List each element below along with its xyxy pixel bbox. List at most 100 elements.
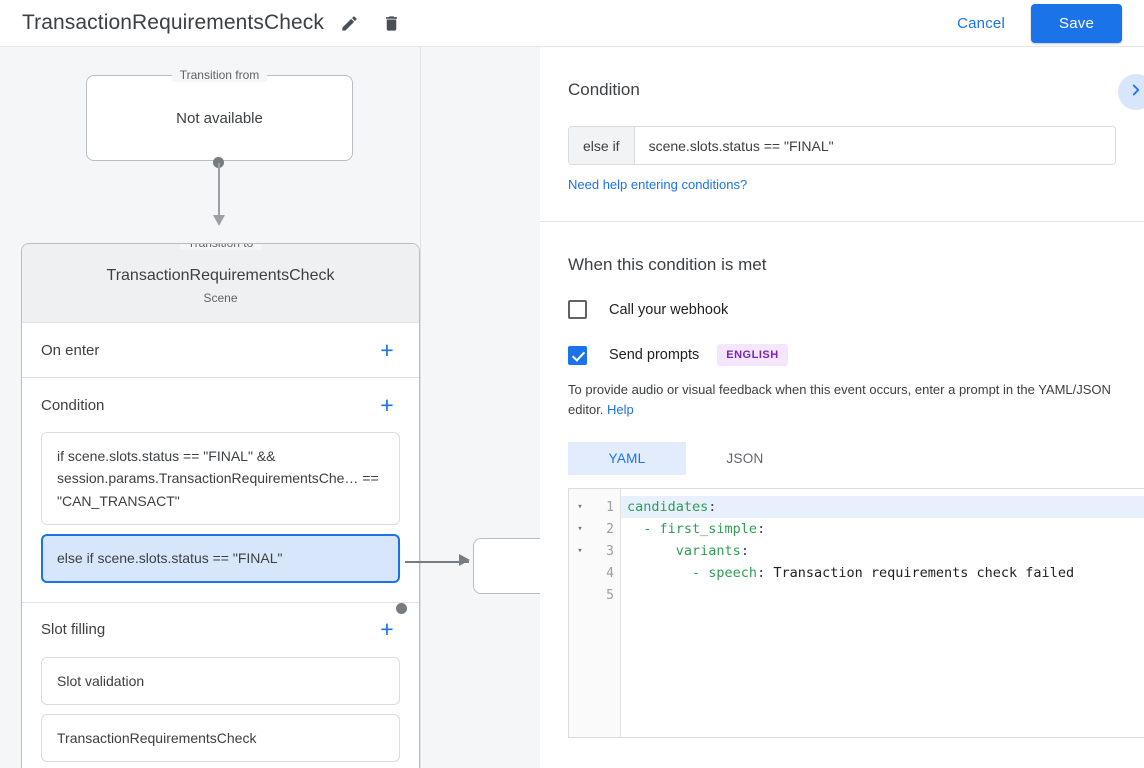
panel-divider <box>540 221 1144 222</box>
add-on-enter-button[interactable]: + <box>380 336 394 363</box>
flow-canvas[interactable]: Transition from Not available Transition… <box>0 47 540 768</box>
line-number: 4 <box>606 565 614 581</box>
fold-triangle-icon[interactable]: ▾ <box>577 502 583 513</box>
yaml-punct: : <box>740 543 749 560</box>
call-webhook-checkbox[interactable] <box>568 300 587 319</box>
section-title-slot-filling: Slot filling <box>41 621 106 639</box>
line-number: 5 <box>606 587 614 603</box>
line-number: 2 <box>606 521 614 537</box>
transition-from-node[interactable]: Transition from Not available <box>86 68 353 161</box>
arrow-line <box>218 163 220 220</box>
section-header: Condition + <box>41 378 400 432</box>
editor-format-tabs: YAML JSON <box>568 442 1116 476</box>
need-help-entering-conditions-link[interactable]: Need help entering conditions? <box>568 177 748 192</box>
send-prompts-label: Send prompts <box>609 347 700 363</box>
yaml-punct: : <box>757 521 766 538</box>
line-number: 3 <box>606 543 614 559</box>
slot-filling-item[interactable]: TransactionRequirementsCheck <box>41 713 400 763</box>
call-webhook-row[interactable]: Call your webhook <box>568 300 1116 319</box>
cancel-button[interactable]: Cancel <box>943 7 1019 40</box>
yaml-punct: : <box>757 565 766 582</box>
scene-header: TransactionRequirementsCheck Scene <box>22 244 419 323</box>
code-line[interactable]: variants: <box>621 540 1144 562</box>
trash-icon <box>382 14 401 33</box>
yaml-dash: - <box>692 565 709 582</box>
yaml-key: speech <box>708 565 758 582</box>
send-prompts-row[interactable]: Send prompts ENGLISH <box>568 344 1116 366</box>
code-line[interactable]: - speech: Transaction requirements check… <box>621 562 1144 584</box>
canvas-divider <box>420 47 421 768</box>
condition-help-row: Need help entering conditions? <box>568 176 1116 194</box>
yaml-indent <box>627 543 676 559</box>
yaml-indent <box>627 565 692 581</box>
fold-triangle-icon[interactable]: ▾ <box>577 524 583 535</box>
transition-from-value: Not available <box>176 109 263 127</box>
section-header: On enter + <box>41 323 400 377</box>
top-app-bar: TransactionRequirementsCheck Cancel Save <box>0 0 1144 47</box>
condition-item-selected[interactable]: else if scene.slots.status == "FINAL" <box>41 534 400 583</box>
gutter-row: ▾ 1 <box>569 496 620 518</box>
section-condition: Condition + if scene.slots.status == "FI… <box>22 378 419 603</box>
delete-button[interactable] <box>374 6 408 40</box>
fold-triangle-icon[interactable]: ▾ <box>577 546 583 557</box>
tab-yaml[interactable]: YAML <box>568 442 686 476</box>
condition-expression-input[interactable] <box>634 127 1115 164</box>
yaml-dash: - <box>643 521 660 538</box>
scene-subtitle: Scene <box>203 291 238 305</box>
details-panel: Condition else if Need help entering con… <box>540 47 1144 768</box>
language-badge: ENGLISH <box>717 344 788 366</box>
expand-panel-button[interactable] <box>1118 74 1144 110</box>
condition-list: if scene.slots.status == "FINAL" && sess… <box>41 432 400 602</box>
send-prompts-checkbox[interactable] <box>568 345 587 365</box>
chevron-right-icon <box>1127 81 1144 104</box>
arrow-head <box>212 215 225 226</box>
slot-filling-list: Slot validation TransactionRequirementsC… <box>41 656 400 768</box>
yaml-value: Transaction requirements check failed <box>765 565 1075 582</box>
connector-source-dot <box>396 603 407 614</box>
add-condition-button[interactable]: + <box>380 391 394 418</box>
condition-section: Condition else if Need help entering con… <box>540 47 1144 194</box>
help-link[interactable]: Help <box>607 402 634 418</box>
code-editor[interactable]: ▾ 1 ▾ 2 ▾ 3 4 5 <box>568 488 1144 739</box>
scene-name: TransactionRequirementsCheck <box>106 267 335 284</box>
condition-heading: Condition <box>568 80 640 99</box>
arrow-source-dot <box>213 157 224 168</box>
condition-prefix-label: else if <box>569 127 635 164</box>
gutter-row: ▾ 2 <box>569 518 620 540</box>
connector-line <box>405 561 469 563</box>
yaml-punct: : <box>708 499 717 516</box>
condition-input-row[interactable]: else if <box>568 126 1116 165</box>
prompts-helper-text: To provide audio or visual feedback when… <box>568 380 1116 420</box>
section-slot-filling: Slot filling + Slot validation Transacti… <box>22 603 419 768</box>
pencil-icon <box>340 14 359 33</box>
gutter-row: ▾ 3 <box>569 540 620 562</box>
edit-title-button[interactable] <box>332 6 366 40</box>
transition-to-legend: Transition to <box>179 244 262 250</box>
section-title-on-enter: On enter <box>41 341 100 359</box>
tab-json[interactable]: JSON <box>726 451 764 467</box>
prompts-helper-sentence: To provide audio or visual feedback when… <box>568 382 1111 418</box>
condition-item[interactable]: if scene.slots.status == "FINAL" && sess… <box>41 432 400 526</box>
editor-code-area[interactable]: candidates: - first_simple: variants: - … <box>621 489 1144 737</box>
page-title: TransactionRequirementsCheck <box>22 11 324 34</box>
when-condition-met-heading: When this condition is met <box>568 255 767 274</box>
yaml-key: first_simple <box>659 521 758 538</box>
code-line[interactable] <box>621 584 1144 606</box>
code-line[interactable]: - first_simple: <box>621 518 1144 540</box>
transition-from-legend: Transition from <box>171 68 268 82</box>
gutter-row: 5 <box>569 584 620 606</box>
line-number: 1 <box>606 499 614 515</box>
gutter-row: 4 <box>569 562 620 584</box>
slot-filling-item[interactable]: Slot validation <box>41 656 400 705</box>
save-button[interactable]: Save <box>1031 3 1122 43</box>
scene-node[interactable]: Transition to TransactionRequirementsChe… <box>21 243 420 768</box>
next-node[interactable] <box>473 538 540 594</box>
code-line[interactable]: candidates: <box>621 496 1144 519</box>
connector-arrow-head <box>459 554 470 566</box>
yaml-key: candidates <box>627 499 709 516</box>
when-condition-met-section: When this condition is met Call your web… <box>540 222 1144 739</box>
yaml-indent <box>627 521 643 537</box>
add-slot-filling-button[interactable]: + <box>380 616 394 643</box>
yaml-key: variants <box>675 543 741 560</box>
editor-gutter: ▾ 1 ▾ 2 ▾ 3 4 5 <box>569 489 621 738</box>
